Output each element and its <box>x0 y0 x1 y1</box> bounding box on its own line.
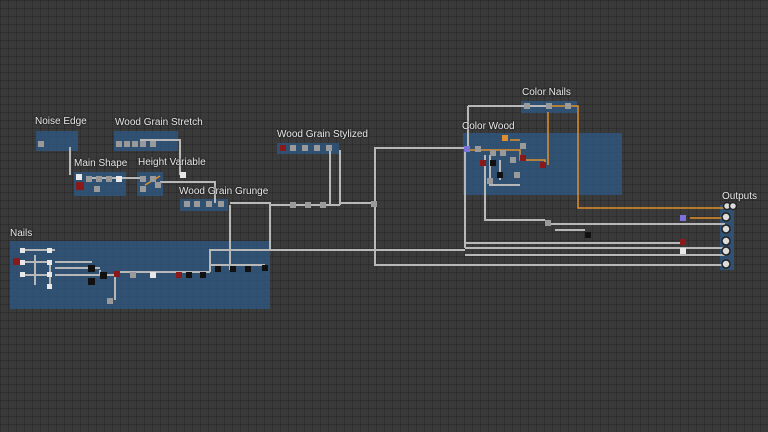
node <box>140 186 146 192</box>
frame-label-wood-grain-stretch: Wood Grain Stretch <box>115 117 203 128</box>
links-highlighted <box>144 105 725 219</box>
frame-label-wood-grain-grunge: Wood Grain Grunge <box>179 186 269 197</box>
node <box>565 103 571 109</box>
node <box>314 145 320 151</box>
node <box>280 145 286 151</box>
node <box>475 146 481 152</box>
frame-nails[interactable] <box>10 241 270 309</box>
node-dark <box>490 160 496 166</box>
frame-label-color-nails: Color Nails <box>522 87 571 98</box>
frame-label-color-wood: Color Wood <box>462 121 515 132</box>
node-red <box>540 162 546 168</box>
node <box>76 174 82 180</box>
node <box>116 141 122 147</box>
node-dark <box>200 272 206 278</box>
node-red <box>114 271 120 277</box>
frame-label-wood-grain-stylized: Wood Grain Stylized <box>277 129 368 140</box>
output-port <box>728 201 738 211</box>
node <box>290 202 296 208</box>
node <box>107 298 113 304</box>
node <box>106 176 112 182</box>
node-red <box>680 239 686 245</box>
node <box>20 272 25 277</box>
node <box>140 176 146 182</box>
node-purple <box>464 146 470 152</box>
node <box>155 182 161 188</box>
node <box>150 141 156 147</box>
node <box>150 176 156 182</box>
node <box>514 172 520 178</box>
node-dark <box>230 266 236 272</box>
output-port <box>721 259 731 269</box>
node <box>320 202 326 208</box>
node-red <box>76 182 84 190</box>
node <box>326 145 332 151</box>
node <box>206 201 212 207</box>
node-red <box>13 258 20 265</box>
node-red <box>520 155 526 161</box>
frame-label-height-variable: Height Variable <box>138 157 206 168</box>
node-dark <box>88 265 95 272</box>
node <box>290 145 296 151</box>
node <box>371 201 377 207</box>
node-red <box>176 272 182 278</box>
nodes[interactable] <box>13 103 686 304</box>
node <box>140 141 146 147</box>
node <box>20 248 25 253</box>
node-dark <box>186 272 192 278</box>
node <box>132 141 138 147</box>
node-red <box>480 160 486 166</box>
node <box>545 220 551 226</box>
node <box>47 248 52 253</box>
node <box>94 186 100 192</box>
node <box>38 141 44 147</box>
node <box>302 145 308 151</box>
node <box>184 201 190 207</box>
node <box>130 272 136 278</box>
node <box>47 272 52 277</box>
node <box>47 260 52 265</box>
node-dark <box>100 272 107 279</box>
node <box>487 178 493 184</box>
node <box>524 103 530 109</box>
node <box>680 248 686 254</box>
output-port <box>721 212 731 222</box>
node-dark <box>215 266 221 272</box>
frame-label-main-shape: Main Shape <box>74 158 128 169</box>
node <box>96 176 102 182</box>
node <box>20 260 25 265</box>
node <box>47 284 52 289</box>
node <box>218 201 224 207</box>
output-ports[interactable] <box>721 201 738 269</box>
node <box>180 172 186 178</box>
node <box>150 272 156 278</box>
node-dark <box>497 172 503 178</box>
node <box>490 150 496 156</box>
node <box>116 176 122 182</box>
node-dark <box>585 232 591 238</box>
node-dark <box>262 265 268 271</box>
node <box>305 202 311 208</box>
node <box>124 141 130 147</box>
node-dark <box>88 278 95 285</box>
node <box>546 103 552 109</box>
node <box>520 143 526 149</box>
node-dark <box>245 266 251 272</box>
frame-label-noise-edge: Noise Edge <box>35 116 87 127</box>
node-purple <box>680 215 686 221</box>
node <box>502 135 508 141</box>
frame-label-nails: Nails <box>10 228 33 239</box>
frame-noise-edge[interactable] <box>36 131 78 151</box>
node <box>86 176 92 182</box>
node <box>194 201 200 207</box>
node <box>510 157 516 163</box>
frame-label-outputs: Outputs <box>722 191 758 202</box>
node <box>500 150 506 156</box>
output-port <box>721 246 731 256</box>
output-port <box>721 236 731 246</box>
output-port <box>721 224 731 234</box>
